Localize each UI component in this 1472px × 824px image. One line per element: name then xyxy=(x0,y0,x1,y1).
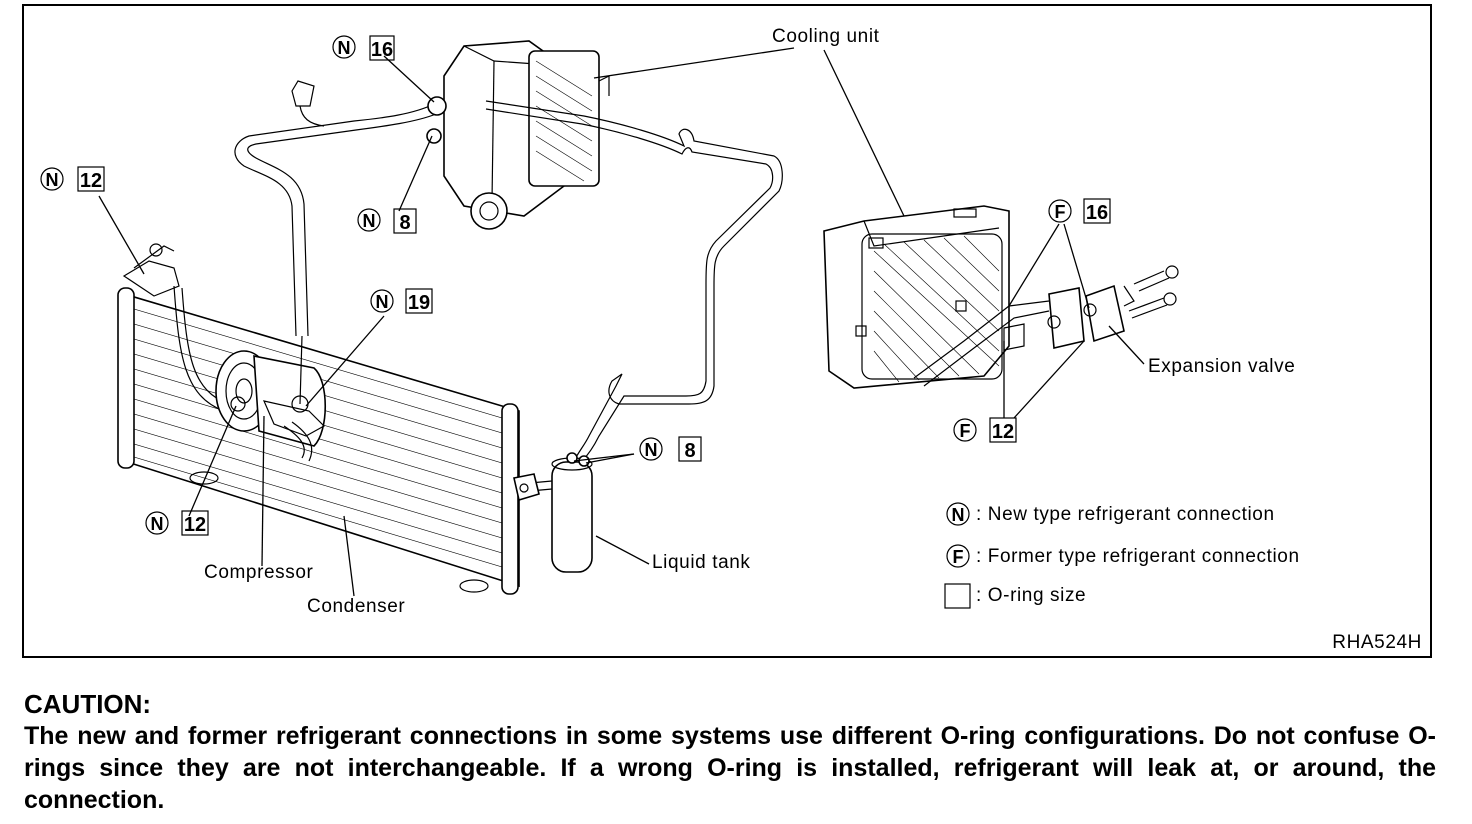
refrigerant-system-diagram: Cooling unit Expansion valve Compressor … xyxy=(40,26,1422,653)
legend-text-new-type: : New type refrigerant connection xyxy=(976,504,1275,525)
callout-evap-bottom-type: N xyxy=(363,211,376,231)
figure-code: RHA524H xyxy=(1332,632,1422,653)
label-expansion-valve: Expansion valve xyxy=(1148,356,1295,377)
liquid-line xyxy=(485,100,783,462)
legend-symbol-n: N xyxy=(952,505,965,525)
label-condenser: Condenser xyxy=(307,596,405,617)
callout-exp-valve-lower-size: 12 xyxy=(992,421,1014,443)
callout-compressor-discharge: N 19 xyxy=(370,288,433,314)
callout-condenser-inlet: N 12 xyxy=(40,166,105,192)
callout-compressor-suction-type: N xyxy=(151,514,164,534)
callout-exp-valve-upper-type: F xyxy=(1055,202,1066,222)
leader-lines xyxy=(98,47,1145,597)
callout-evap-top-size: 16 xyxy=(371,39,393,61)
legend-box-symbol xyxy=(944,583,971,609)
callout-compressor-discharge-type: N xyxy=(376,292,389,312)
callout-evap-top-type: N xyxy=(338,38,351,58)
legend-item-new-type: N : New type refrigerant connection xyxy=(946,502,1275,526)
label-compressor: Compressor xyxy=(204,562,314,583)
caution-note: CAUTION: The new and former refrigerant … xyxy=(24,688,1436,816)
liquid-tank-drawing xyxy=(513,452,593,573)
evaporator-top-drawing xyxy=(426,40,610,230)
cooling-unit-drawing xyxy=(823,205,1179,389)
callout-exp-valve-upper: F 16 xyxy=(1048,198,1111,224)
callout-evap-bottom-size: 8 xyxy=(399,212,410,234)
legend-text-oring-size: : O-ring size xyxy=(976,585,1086,606)
callout-liquid-tank-type: N xyxy=(645,440,658,460)
compressor-drawing xyxy=(215,335,327,462)
callout-evap-bottom: N 8 xyxy=(357,208,417,234)
callout-exp-valve-lower-type: F xyxy=(960,421,971,441)
legend-symbol-f: F xyxy=(953,547,964,567)
caution-title: CAUTION: xyxy=(24,689,152,719)
callout-evap-top: N 16 xyxy=(332,35,395,61)
legend-item-former-type: F : Former type refrigerant connection xyxy=(946,544,1300,568)
suction-hose xyxy=(234,80,437,337)
callout-exp-valve-lower: F 12 xyxy=(953,417,1017,443)
legend-text-former-type: : Former type refrigerant connection xyxy=(976,546,1300,567)
diagram-figure: Cooling unit Expansion valve Compressor … xyxy=(22,4,1432,658)
callout-condenser-inlet-type: N xyxy=(46,170,59,190)
callout-compressor-suction-size: 12 xyxy=(184,514,206,536)
legend: N : New type refrigerant connection F : … xyxy=(944,502,1300,609)
legend-item-oring-size: : O-ring size xyxy=(944,583,1086,609)
callout-liquid-tank: N 8 xyxy=(639,436,702,462)
label-liquid-tank: Liquid tank xyxy=(652,552,751,573)
callout-condenser-inlet-size: 12 xyxy=(80,170,102,192)
callout-compressor-suction: N 12 xyxy=(145,510,209,536)
label-cooling-unit: Cooling unit xyxy=(772,26,880,47)
callout-exp-valve-upper-size: 16 xyxy=(1086,202,1108,224)
callout-liquid-tank-size: 8 xyxy=(684,440,695,462)
caution-text: The new and former refrigerant connectio… xyxy=(24,722,1436,814)
callout-compressor-discharge-size: 19 xyxy=(408,292,430,314)
